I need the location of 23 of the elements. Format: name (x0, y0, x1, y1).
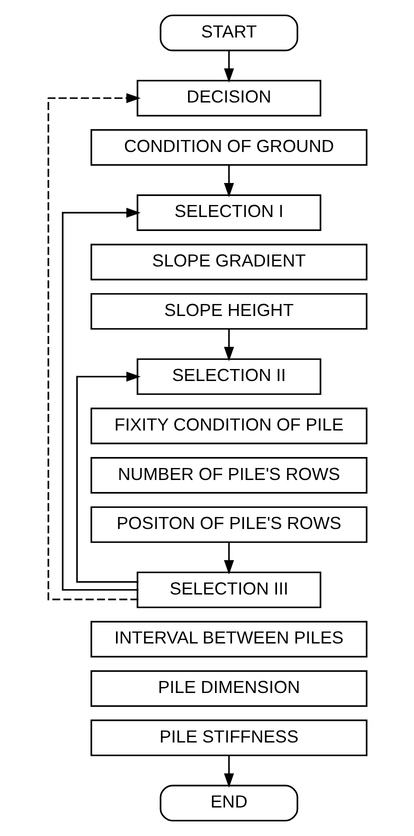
node-box: SLOPE GRADIENT (90, 244, 367, 280)
arrow (223, 165, 234, 198)
node-box: INTERVAL BETWEEN PILES (90, 620, 367, 658)
arrow (223, 50, 234, 83)
node-box: SLOPE HEIGHT (90, 293, 367, 330)
node-box: PILE STIFFNESS (90, 720, 367, 756)
arrow (76, 372, 140, 583)
arrow (61, 208, 140, 591)
node-box: PILE DIMENSION (90, 670, 367, 707)
node-box: SELECTION I (136, 194, 321, 232)
node-box: END (159, 784, 298, 822)
arrow (223, 756, 234, 788)
node-box: START (159, 14, 298, 52)
node-box: FIXITY CONDITION OF PILE (90, 408, 367, 444)
arrow (47, 93, 140, 600)
node-box: POSITON OF PILE'S ROWS (90, 506, 367, 543)
arrow (223, 542, 234, 574)
node-box: NUMBER OF PILE'S ROWS (90, 457, 367, 494)
arrow (223, 329, 234, 362)
node-box: SELECTION III (136, 572, 321, 608)
node-box: DECISION (136, 80, 321, 116)
node-box: SELECTION II (136, 358, 321, 395)
node-box: CONDITION OF GROUND (90, 129, 367, 166)
